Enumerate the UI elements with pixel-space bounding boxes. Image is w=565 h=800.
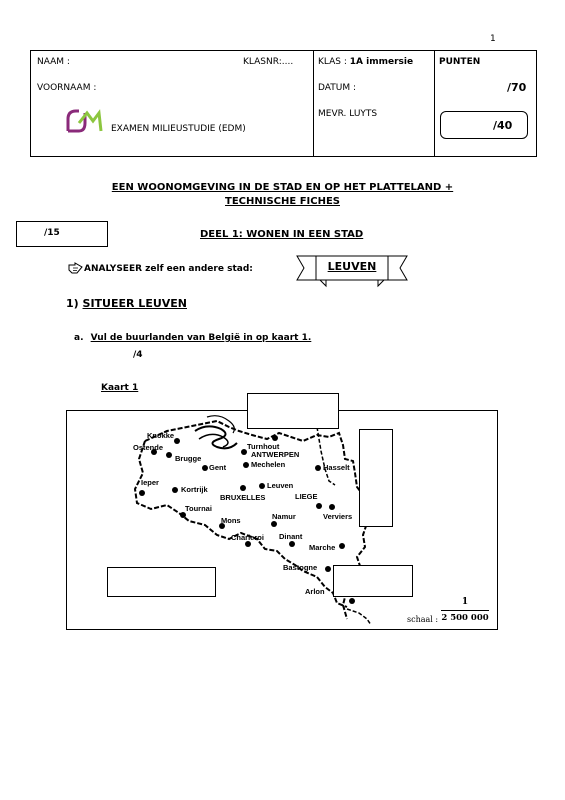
city-label: Brugge xyxy=(175,454,202,463)
klasnr-label: KLASNR:.... xyxy=(243,57,294,67)
city-label: LIEGE xyxy=(295,492,318,501)
city-label: Marche xyxy=(309,543,336,552)
part-title: DEEL 1: WONEN IN EEN STAD xyxy=(200,229,364,240)
city-label: Mons xyxy=(221,516,241,525)
answer-box-east[interactable] xyxy=(359,429,393,527)
question-text: Vul de buurlanden van België in op kaart… xyxy=(90,333,312,343)
city-dot xyxy=(339,543,345,549)
city-label: Knokke xyxy=(147,431,175,440)
pointing-hand-icon xyxy=(68,260,84,274)
scale-denominator: 2 500 000 xyxy=(441,613,489,623)
score-part: /40 xyxy=(493,119,513,132)
city-label: Verviers xyxy=(323,512,353,521)
scale-numerator: 1 xyxy=(461,597,469,607)
city-dot xyxy=(316,503,322,509)
city-dot xyxy=(180,512,186,518)
city-dot xyxy=(289,541,295,547)
city-dot xyxy=(349,598,355,604)
city-dot xyxy=(325,566,331,572)
city-label: Charleroi xyxy=(231,533,264,542)
city-dot xyxy=(172,487,178,493)
main-title-line2: TECHNISCHE FICHES xyxy=(225,196,340,207)
section-title: SITUEER LEUVEN xyxy=(82,297,187,310)
city-dot xyxy=(241,449,247,455)
score-part-box[interactable]: /40 xyxy=(440,111,528,139)
main-title-line1: EEN WOONOMGEVING IN DE STAD EN OP HET PL… xyxy=(111,182,454,193)
teacher-name: MEVR. LUYTS xyxy=(318,109,378,119)
city-label: Arlon xyxy=(305,587,325,596)
city-label: Gent xyxy=(209,463,227,472)
city-dot xyxy=(271,521,277,527)
city-dot xyxy=(329,504,335,510)
city-label: Namur xyxy=(272,512,296,521)
city-dot xyxy=(202,465,208,471)
city-dot xyxy=(219,523,225,529)
punten-label: PUNTEN xyxy=(439,57,481,67)
naam-label: NAAM : xyxy=(37,57,70,67)
city-label: Mechelen xyxy=(251,460,286,469)
city-label: Leuven xyxy=(267,481,294,490)
exam-header: NAAM : KLASNR:.... VOORNAAM : EXAMEN MIL… xyxy=(30,50,537,157)
exam-title: EXAMEN MILIEUSTUDIE (EDM) xyxy=(111,124,246,134)
school-logo xyxy=(65,109,103,135)
city-dot xyxy=(259,483,265,489)
city-dot xyxy=(243,462,249,468)
city-label: Hasselt xyxy=(323,463,350,472)
voornaam-label: VOORNAAM : xyxy=(37,83,97,93)
city-label: Kortrijk xyxy=(181,485,208,494)
part-score-box[interactable]: /15 xyxy=(16,221,108,247)
city-label: BRUXELLES xyxy=(220,493,266,502)
banner-text: LEUVEN xyxy=(327,260,377,273)
city-dot xyxy=(315,465,321,471)
city-banner: LEUVEN xyxy=(296,254,408,288)
question-letter: a. xyxy=(74,333,84,343)
answer-box-south[interactable] xyxy=(333,565,413,597)
city-dot xyxy=(240,485,246,491)
klas-value: 1A immersie xyxy=(349,57,414,67)
city-dot xyxy=(174,438,180,444)
map-label: Kaart 1 xyxy=(101,383,139,393)
part-score: /15 xyxy=(44,228,60,238)
scale-label: schaal : xyxy=(407,615,439,624)
city-label: Dinant xyxy=(279,532,303,541)
city-dot xyxy=(272,435,278,441)
belgium-map xyxy=(133,415,372,626)
city-dot xyxy=(139,490,145,496)
question-score: /4 xyxy=(133,350,143,360)
city-label: Turnhout xyxy=(247,442,280,451)
datum-label: DATUM : xyxy=(318,83,356,93)
section-number: 1) xyxy=(66,297,79,310)
city-label: Ostende xyxy=(133,443,164,452)
answer-box-north[interactable] xyxy=(247,393,339,429)
answer-box-west[interactable] xyxy=(107,567,216,597)
city-dot xyxy=(166,452,172,458)
city-label: Ieper xyxy=(141,478,159,487)
city-label: ANTWERPEN xyxy=(251,450,300,459)
score-total: /70 xyxy=(507,81,527,94)
city-label: Tournai xyxy=(185,504,212,513)
page-number: 1 xyxy=(490,34,496,44)
city-label: Bastogne xyxy=(283,563,318,572)
klas-label: KLAS : xyxy=(318,57,347,67)
scale-fraction-bar xyxy=(441,610,489,611)
analyse-text: ANALYSEER zelf een andere stad: xyxy=(84,264,253,274)
city-dot xyxy=(245,541,251,547)
city-dot xyxy=(151,449,157,455)
map-frame: Knokke Ostende Brugge Gent Turnhout ANTW… xyxy=(66,393,498,630)
